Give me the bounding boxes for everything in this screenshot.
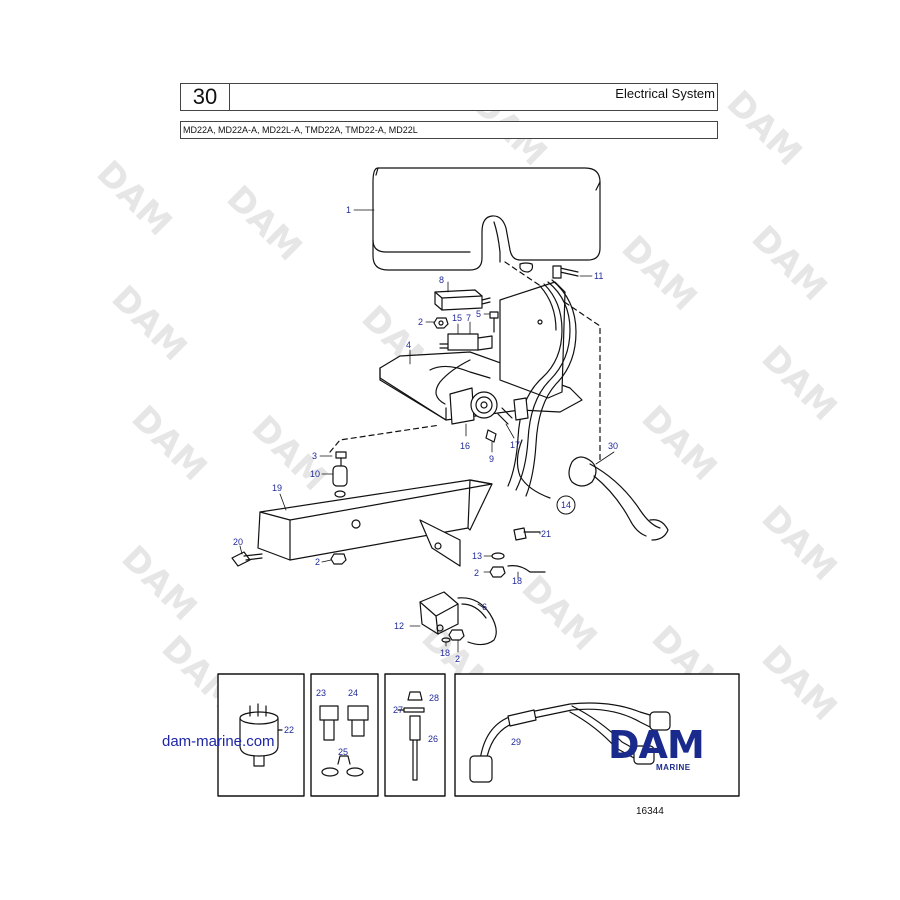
callout-7: 7 bbox=[466, 313, 471, 323]
watermark-text: DAM bbox=[114, 538, 205, 629]
cable-loop-14 bbox=[516, 439, 551, 499]
spacer-10 bbox=[332, 465, 348, 498]
cable-clamp bbox=[513, 397, 529, 421]
wire-18-right bbox=[507, 565, 546, 573]
relay-8 bbox=[434, 289, 491, 311]
wire-6 bbox=[457, 597, 497, 646]
callout-2-lower: 2 bbox=[455, 654, 460, 664]
watermark-text: DAM bbox=[244, 408, 335, 499]
bolt-20 bbox=[231, 551, 263, 567]
callout-3: 3 bbox=[312, 451, 317, 461]
callout-21: 21 bbox=[541, 529, 551, 539]
model-list: MD22A, MD22A-A, MD22L-A, TMD22A, TMD22-A… bbox=[180, 121, 718, 139]
callout-9: 9 bbox=[489, 454, 494, 464]
watermark-text: DAM bbox=[634, 398, 725, 489]
callout-8: 8 bbox=[439, 275, 444, 285]
watermark-text: DAM bbox=[614, 228, 705, 319]
main-cable-30 bbox=[568, 456, 669, 541]
callout-30: 30 bbox=[608, 441, 618, 451]
callout-2: 2 bbox=[418, 317, 423, 327]
nut-2-right bbox=[489, 566, 506, 578]
callout-11: 11 bbox=[594, 271, 603, 281]
callout-26: 26 bbox=[428, 734, 438, 744]
callout-10: 10 bbox=[310, 469, 320, 479]
fuse-holder-15 bbox=[439, 333, 493, 351]
watermark-text: DAM bbox=[89, 153, 180, 244]
callout-2-right: 2 bbox=[474, 568, 479, 578]
callout-23: 23 bbox=[316, 688, 326, 698]
dam-marine-logo: DAM bbox=[608, 724, 705, 767]
callout-2-middle: 2 bbox=[315, 557, 320, 567]
section-title: Electrical System bbox=[615, 86, 715, 101]
connector-socket-16 bbox=[449, 387, 498, 425]
callout-13: 13 bbox=[472, 551, 482, 561]
watermark-text: DAM bbox=[719, 83, 810, 174]
section-number: 30 bbox=[181, 84, 230, 110]
section-header: 30 Electrical System bbox=[180, 83, 718, 111]
callout-4: 4 bbox=[406, 340, 411, 350]
bolt-21 bbox=[513, 527, 541, 541]
sleeve-17 bbox=[497, 407, 513, 425]
washer-13 bbox=[491, 552, 505, 560]
callout-14: 14 bbox=[561, 500, 571, 510]
watermark-text: DAM bbox=[104, 278, 195, 369]
mounting-dashed-lines bbox=[329, 261, 601, 463]
callout-6: 6 bbox=[482, 602, 487, 612]
sensor-12 bbox=[419, 591, 459, 635]
detail-panel-sender bbox=[217, 673, 305, 797]
nut-2-lower bbox=[448, 629, 465, 641]
cover-box bbox=[372, 167, 601, 271]
watermark-text: DAM bbox=[219, 178, 310, 269]
website-link[interactable]: dam-marine.com bbox=[162, 733, 275, 750]
logo-text: DAM bbox=[608, 724, 704, 767]
figure-number: 16344 bbox=[636, 806, 664, 817]
callout-labels: 1 2 3 4 5 6 7 8 9 10 11 12 13 14 15 16 1… bbox=[233, 205, 618, 757]
logo-subtitle: MARINE bbox=[656, 763, 691, 772]
detail-panel-sensor-probe bbox=[384, 673, 446, 797]
watermark-text: DAM bbox=[754, 638, 845, 729]
watermark-text: DAM bbox=[754, 498, 845, 589]
watermark-text: DAM bbox=[124, 398, 215, 489]
callout-1: 1 bbox=[346, 205, 351, 215]
bracket-19 bbox=[257, 479, 493, 567]
callout-25: 25 bbox=[338, 747, 348, 757]
nut-2-middle bbox=[330, 553, 347, 565]
callout-19: 19 bbox=[272, 483, 282, 493]
bolt-11 bbox=[519, 262, 579, 279]
callout-18: 18 bbox=[440, 648, 450, 658]
wiring-harness bbox=[429, 279, 577, 497]
bracket-plate-4 bbox=[379, 281, 583, 421]
watermark-text: DAM bbox=[754, 338, 845, 429]
leader-lines bbox=[239, 209, 615, 653]
callout-28: 28 bbox=[429, 693, 439, 703]
callout-24: 24 bbox=[348, 688, 358, 698]
callout-15: 15 bbox=[452, 313, 462, 323]
nut-2-upper bbox=[433, 317, 449, 329]
detail-panel-switches bbox=[310, 673, 379, 797]
callout-17: 17 bbox=[510, 440, 520, 450]
callout-29: 29 bbox=[511, 737, 521, 747]
screw-9 bbox=[485, 429, 497, 443]
watermark-text: DAM bbox=[744, 218, 835, 309]
detail-panel-harness bbox=[454, 673, 740, 797]
callout-22: 22 bbox=[284, 725, 294, 735]
callout-27: 27 bbox=[393, 705, 403, 715]
callout-12: 12 bbox=[394, 621, 404, 631]
watermark-text: DAM bbox=[514, 568, 605, 659]
callout-20: 20 bbox=[233, 537, 243, 547]
callout-16: 16 bbox=[460, 441, 470, 451]
screw-5 bbox=[489, 311, 499, 333]
callout-18-right: 18 bbox=[512, 576, 522, 586]
callout-5: 5 bbox=[476, 309, 481, 319]
callout-circle-14 bbox=[556, 495, 576, 515]
